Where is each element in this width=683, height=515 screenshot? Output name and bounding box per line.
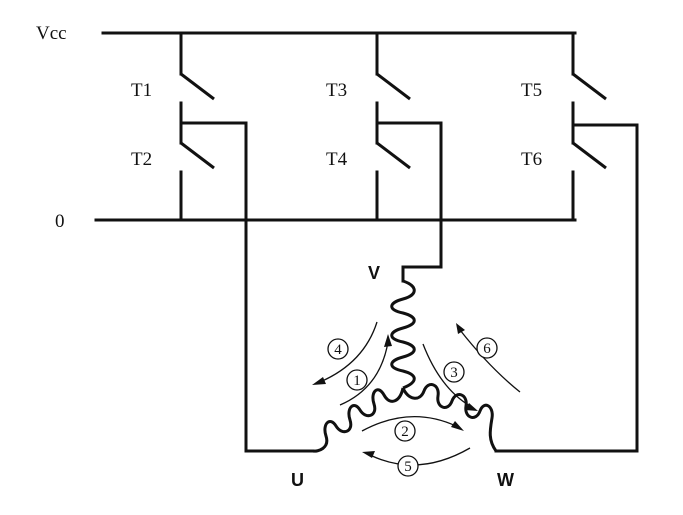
t2-label: T2 (131, 149, 152, 170)
t1-label: T1 (131, 80, 152, 101)
t3-label: T3 (326, 80, 347, 101)
current-path-4-arc (319, 321, 378, 383)
winding-u (312, 387, 405, 453)
current-path-6-label: 6 (476, 337, 498, 359)
phase-v-label: V (368, 263, 380, 283)
svg-text:2: 2 (401, 424, 409, 440)
t4-label: T4 (326, 149, 348, 170)
svg-text:1: 1 (353, 373, 361, 389)
ground-label: 0 (55, 211, 65, 232)
current-path-5-arc (369, 447, 471, 466)
t4-switch (376, 141, 411, 170)
current-path-4-label: 4 (327, 338, 349, 360)
current-path-2-label: 2 (394, 420, 416, 442)
t2-switch (180, 141, 215, 170)
current-path-labels: 1 2 3 4 5 6 (327, 337, 498, 477)
svg-text:3: 3 (450, 365, 458, 381)
phase-u-label: U (291, 470, 304, 490)
t5-label: T5 (521, 80, 542, 101)
current-path-2-arc (361, 415, 457, 432)
svg-text:4: 4 (334, 342, 342, 358)
leg-3-output-wire (494, 123, 639, 453)
current-path-1-label: 1 (346, 369, 368, 391)
current-path-1-arc (339, 341, 389, 406)
vcc-label: Vcc (36, 23, 67, 44)
svg-text:6: 6 (483, 341, 491, 357)
leg-1: T1 T2 (131, 31, 315, 453)
current-path-5-arrowhead (362, 451, 375, 458)
current-path-5-label: 5 (397, 455, 419, 477)
current-path-4-arrowhead (312, 377, 326, 385)
current-path-6-arrowhead (456, 323, 465, 334)
current-path-2-arrowhead (451, 421, 464, 431)
phase-w-label: W (497, 470, 514, 490)
t6-label: T6 (521, 149, 542, 170)
t3-switch (376, 72, 411, 101)
current-path-3-arrowhead (465, 403, 478, 411)
current-path-3-label: 3 (443, 361, 465, 383)
current-path-3-arc (422, 343, 471, 407)
current-path-1-arrowhead (384, 334, 392, 347)
winding-w (401, 383, 498, 452)
leg-1-output-wire (179, 121, 315, 453)
winding-v (390, 279, 416, 390)
t6-switch (572, 141, 607, 170)
current-path-arrows (312, 321, 521, 466)
t1-switch (180, 72, 215, 101)
leg-3: T5 T6 (494, 31, 639, 453)
leg-2-output-wire (375, 121, 443, 283)
t5-switch (572, 72, 607, 101)
current-path-6-arc (459, 329, 521, 393)
motor-windings (312, 279, 498, 453)
leg-2: T3 T4 (326, 31, 443, 283)
svg-text:5: 5 (404, 459, 412, 475)
